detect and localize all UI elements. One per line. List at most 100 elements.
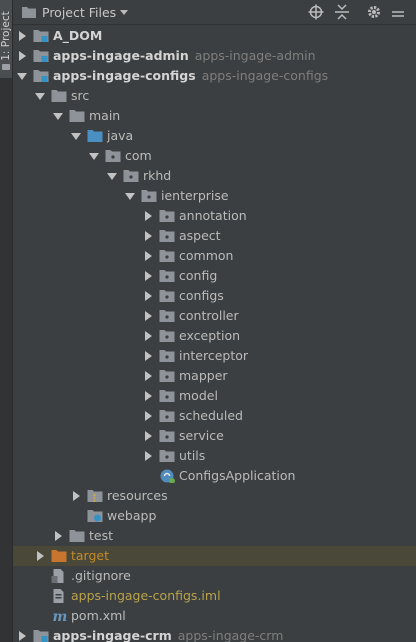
module-path-hint: apps-ingage-admin [194, 48, 316, 63]
tree-node-name: service [179, 428, 224, 443]
tree-node-label: annotation [179, 206, 247, 226]
tree-node-label: mapper [179, 366, 228, 386]
chevron-right-icon[interactable] [143, 391, 153, 401]
tree-node[interactable]: .gitignore [13, 566, 416, 586]
tree-node[interactable]: main [13, 106, 416, 126]
tree-node[interactable]: annotation [13, 206, 416, 226]
excluded-folder-icon [51, 550, 67, 562]
project-tool-window-tab[interactable]: 1: Project [0, 0, 12, 78]
tree-node[interactable]: utils [13, 446, 416, 466]
chevron-right-icon[interactable] [143, 431, 153, 441]
chevron-right-icon[interactable] [143, 351, 153, 361]
tree-node[interactable]: ConfigsApplication [13, 466, 416, 486]
chevron-right-icon[interactable] [143, 231, 153, 241]
package-icon [159, 310, 175, 322]
tree-node-label: apps-ingage-admin apps-ingage-admin [53, 46, 316, 66]
tree-node-label: configs [179, 286, 224, 306]
project-tab-icon [2, 64, 10, 70]
chevron-down-icon[interactable] [125, 191, 135, 201]
tree-node-name: exception [179, 328, 241, 343]
tree-node-label: pom.xml [71, 606, 126, 626]
chevron-right-icon[interactable] [53, 531, 63, 541]
folder-icon [51, 90, 67, 102]
package-icon [123, 170, 139, 182]
chevron-right-icon[interactable] [143, 311, 153, 321]
chevron-right-icon[interactable] [17, 51, 27, 61]
chevron-right-icon[interactable] [143, 251, 153, 261]
tree-node[interactable]: apps-ingage-configs.iml [13, 586, 416, 606]
tree-node-label: interceptor [179, 346, 248, 366]
tree-node-label: rkhd [143, 166, 171, 186]
package-icon [159, 290, 175, 302]
tree-node-label: main [89, 106, 120, 126]
tree-node[interactable]: webapp [13, 506, 416, 526]
tree-node[interactable]: target [13, 546, 416, 566]
chevron-right-icon[interactable] [71, 491, 81, 501]
maven-icon: m [53, 609, 68, 623]
folder-icon [69, 110, 85, 122]
tree-node[interactable]: ienterprise [13, 186, 416, 206]
tree-node[interactable]: config [13, 266, 416, 286]
tree-node-name: com [125, 148, 152, 163]
hide-panel-icon[interactable] [390, 4, 406, 20]
tree-node-name: annotation [179, 208, 247, 223]
chevron-right-icon[interactable] [143, 331, 153, 341]
collapse-all-icon[interactable] [334, 4, 350, 20]
view-selector-title[interactable]: Project Files [42, 5, 117, 20]
tree-node[interactable]: model [13, 386, 416, 406]
tree-node[interactable]: com [13, 146, 416, 166]
tree-node[interactable]: configs [13, 286, 416, 306]
locate-icon[interactable] [308, 4, 324, 20]
package-icon [141, 190, 157, 202]
chevron-right-icon[interactable] [143, 271, 153, 281]
tree-node-name: rkhd [143, 168, 172, 183]
tree-node-label: exception [179, 326, 240, 346]
chevron-right-icon[interactable] [143, 411, 153, 421]
tree-node[interactable]: common [13, 246, 416, 266]
tree-node-name: utils [179, 448, 206, 463]
gear-icon[interactable] [366, 4, 382, 20]
tree-node[interactable]: aspect [13, 226, 416, 246]
svg-text:m: m [53, 609, 68, 623]
chevron-down-icon[interactable] [71, 131, 81, 141]
tree-node[interactable]: src [13, 86, 416, 106]
chevron-down-icon[interactable] [35, 91, 45, 101]
tree-node-label: src [71, 86, 89, 106]
chevron-right-icon[interactable] [143, 211, 153, 221]
project-panel-header: Project Files [13, 0, 416, 25]
chevron-right-icon[interactable] [143, 291, 153, 301]
tree-node[interactable]: exception [13, 326, 416, 346]
tree-node-label: service [179, 426, 224, 446]
module-path-hint: apps-ingage-crm [177, 628, 284, 642]
chevron-down-icon[interactable] [89, 151, 99, 161]
chevron-down-icon[interactable] [17, 71, 27, 81]
chevron-right-icon[interactable] [143, 451, 153, 461]
chevron-right-icon[interactable] [17, 631, 27, 641]
chevron-down-icon[interactable] [53, 111, 63, 121]
tree-node[interactable]: mapper [13, 366, 416, 386]
resources-folder-icon [87, 490, 103, 502]
tree-node[interactable]: interceptor [13, 346, 416, 366]
tree-node-name: apps-ingage-admin [53, 48, 189, 63]
tree-node[interactable]: java [13, 126, 416, 146]
tree-node-label: .gitignore [71, 566, 131, 586]
tree-node[interactable]: resources [13, 486, 416, 506]
chevron-right-icon[interactable] [17, 31, 27, 41]
chevron-down-icon[interactable] [119, 6, 129, 18]
tree-node[interactable]: service [13, 426, 416, 446]
tree-node[interactable]: scheduled [13, 406, 416, 426]
tree-node[interactable]: test [13, 526, 416, 546]
package-icon [159, 430, 175, 442]
tree-node[interactable]: apps-ingage-admin apps-ingage-admin [13, 46, 416, 66]
tree-node[interactable]: rkhd [13, 166, 416, 186]
package-icon [159, 410, 175, 422]
chevron-right-icon[interactable] [35, 551, 45, 561]
tree-node[interactable]: controller [13, 306, 416, 326]
tree-node[interactable]: A_DOM [13, 26, 416, 46]
chevron-right-icon[interactable] [143, 371, 153, 381]
chevron-down-icon[interactable] [107, 171, 117, 181]
